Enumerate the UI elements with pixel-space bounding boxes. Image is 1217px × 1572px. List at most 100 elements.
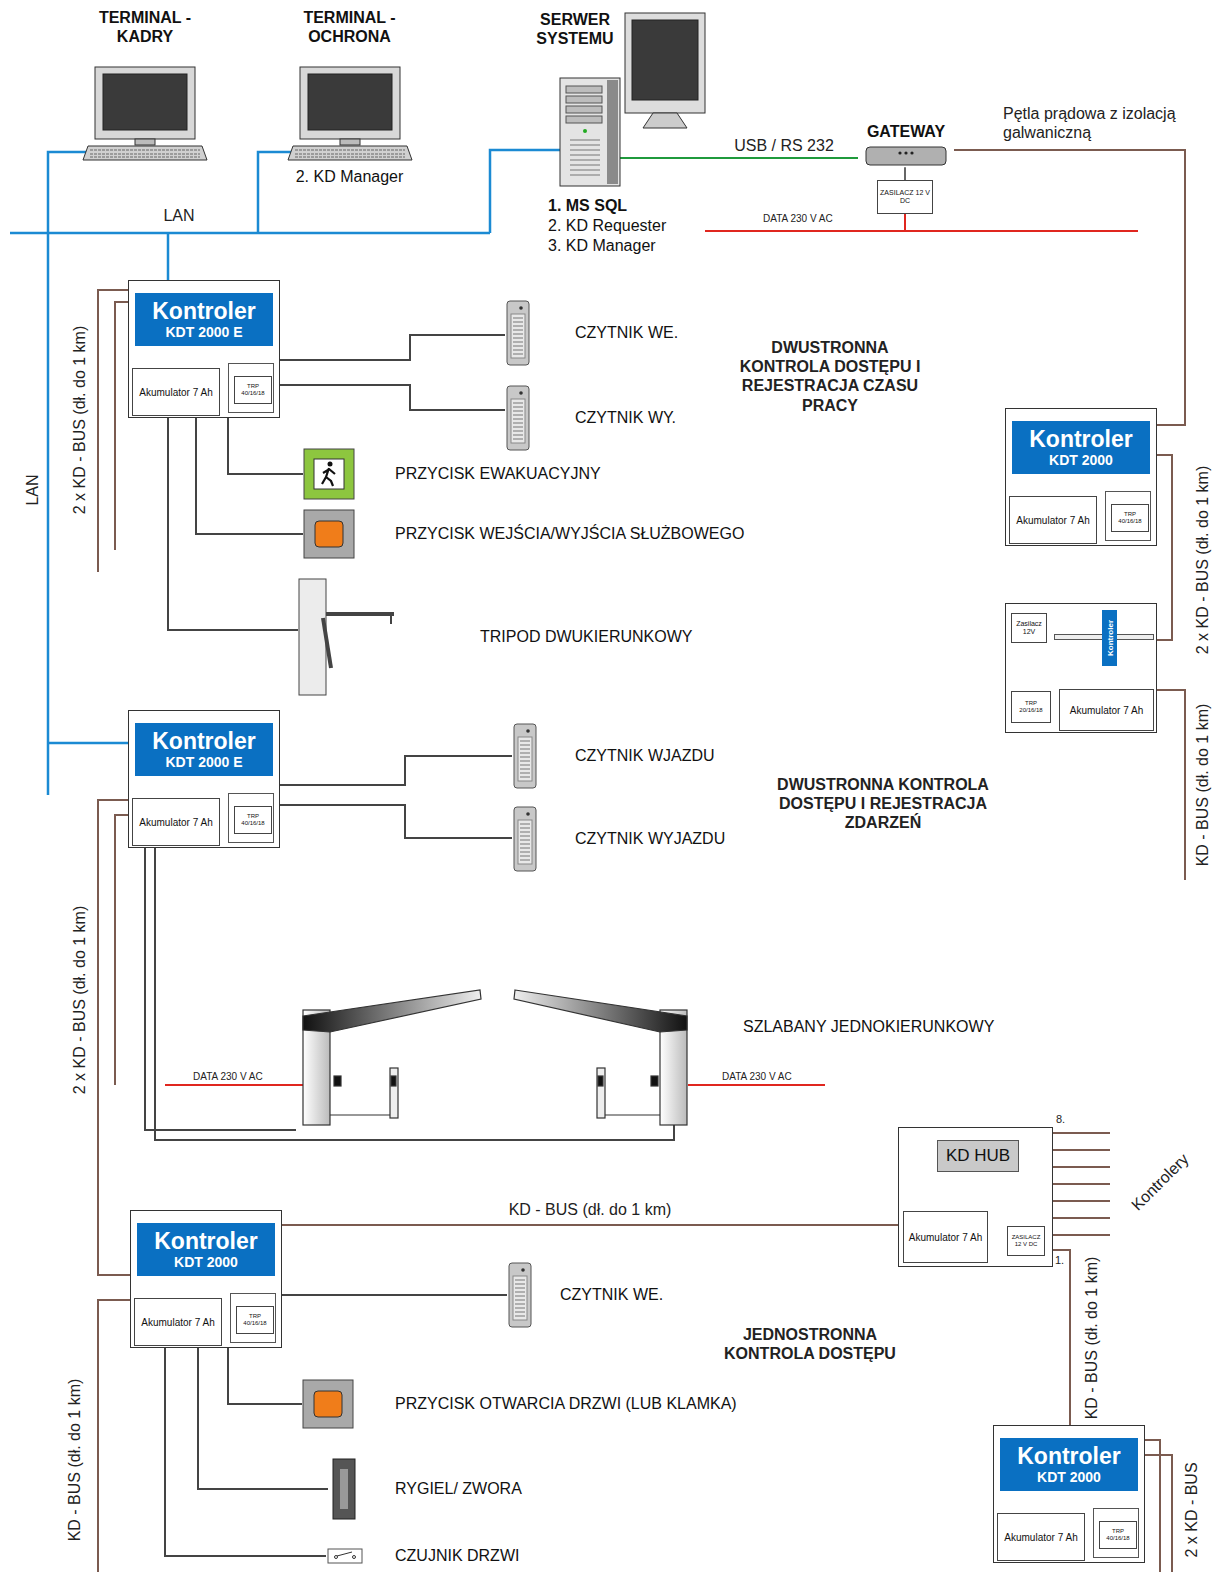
software-label: 2. KD Manager [296,167,404,187]
reader-slot [515,1316,525,1317]
box-text: TRP 20/16/18 [1013,700,1049,713]
switch-contact [353,1556,356,1559]
gateway-led [904,152,907,155]
barrier-photocell [651,1076,658,1086]
device-label: PRZYCISK WEJŚCIA/WYJŚCIA SŁUŻBOWEGO [395,524,744,544]
reader-body [507,301,529,365]
edge-label: USB / RS 232 [731,136,837,155]
connector-wire [168,418,298,630]
gateway-led [910,152,913,155]
reader-slot [513,427,523,428]
controller-model: KDT 2000 [1037,1469,1101,1485]
reader-slot [515,1308,525,1309]
sensor-post [598,1076,603,1086]
monitor-frame [95,67,195,139]
reader-slot [513,326,523,327]
computer-icon [285,66,415,161]
vent-line [570,165,600,166]
terminal-title: TERMINAL - OCHRONA [290,8,410,66]
surge-protector-box: TRP 40/16/18 [234,376,272,404]
reader-slot [513,431,523,432]
barrier-arm [303,990,481,1032]
box-text: TRP 40/16/18 [1101,1528,1135,1541]
lan-bus [10,232,490,235]
controller-model: KDT 2000 [1049,452,1113,468]
reader-slot [513,334,523,335]
reader-face [513,1276,527,1320]
edge-label: KD - BUS (dł. do 1 km) [506,1200,675,1219]
note-label: DATA 230 V AC [722,1071,792,1083]
surge-protector-box: TRP 40/16/18 [234,806,272,834]
reader-slot [513,411,523,412]
vent-line [570,160,600,161]
reader-body [507,386,529,450]
reader-slot [520,745,530,746]
computer-icon [80,66,210,161]
note-label: LAN [163,206,194,225]
reader-body [514,724,536,788]
section-heading: JEDNOSTRONNA KONTROLA DOSTĘPU [720,1325,900,1363]
tripod-icon [298,578,398,696]
button-face [315,521,343,547]
reader-slot [513,439,523,440]
device-label: CZYTNIK WE. [560,1285,663,1305]
hub-port [1053,1217,1110,1219]
reader-device: CZYTNIK WE. [507,1260,668,1330]
controller-header: KontrolerKDT 2000 [1012,421,1150,474]
monitor-stand [643,113,687,128]
evac-device: PRZYCISK EWAKUACYJNY [303,448,605,500]
reader-slot [513,435,523,436]
barrier-wire [605,1114,660,1115]
note-label: 8. [1056,1113,1065,1126]
reader-icon [505,300,531,366]
reader-slot [520,856,530,857]
button-frame [303,1380,353,1428]
connector-wire [98,800,130,1275]
device-label: CZUJNIK DRZWI [395,1546,519,1566]
reader-face [518,820,532,864]
connector-wire [228,1348,302,1404]
hub-port [1053,1166,1110,1168]
gateway-body [866,147,946,165]
bus-stub [1145,1440,1160,1572]
bus-stub [1157,690,1185,880]
kd-hub: Akumulator 7 Ah ZASILACZ 12 V DC KD HUB [898,1127,1053,1267]
hub-port [1053,1200,1110,1202]
server: SERWER SYSTEMU1. MS SQL2. KD Requester3.… [525,8,710,266]
reader-slot [513,419,523,420]
reader-slot [520,761,530,762]
device-label: PRZYCISK OTWARCIA DRZWI (LUB KLAMKA) [395,1394,737,1414]
reader-slot [513,318,523,319]
switch-blade [337,1552,352,1556]
section-heading: DWUSTRONNA KONTROLA DOSTĘPU I REJESTRACJ… [776,775,991,833]
software-item: 3. KD Manager [548,236,666,256]
device-label: SZLABANY JEDNOKIERUNKOWY [743,1017,994,1037]
controller-box: Akumulator 7 AhTRP 40/16/18KontrolerKDT … [993,1425,1145,1563]
connector-wire [145,848,296,1130]
box-text: Akumulator 7 Ah [141,1317,214,1328]
reader-led [526,729,530,733]
reader-slot [515,1292,525,1293]
reader-slot [513,322,523,323]
controller-box: Akumulator 7 AhTRP 40/16/18KontrolerKDT … [1005,408,1157,546]
reader-slot [520,836,530,837]
battery-box: Akumulator 7 Ah [997,1513,1085,1561]
surge-protector-box: TRP 40/16/18 [1099,1521,1137,1549]
reader-led [526,812,530,816]
rygiel-device: RYGIEL/ ZWORA [328,1458,526,1520]
power-supply-box: Zasilacz 12V [1011,613,1047,643]
box-text: ZASILACZ 12 V DC [1009,1234,1043,1247]
surge-protector-box: TRP 40/16/18 [1111,504,1149,532]
connector-wire [165,1348,326,1556]
reader-slot [513,330,523,331]
device-label: CZYTNIK WJAZDU [575,746,715,766]
bus-stub [115,815,128,1085]
connector-wire [280,385,505,410]
keyboard [288,146,412,160]
reader-led [519,391,523,395]
sensor-post [391,1076,396,1086]
hub-header: KD HUB [937,1140,1019,1172]
monitor-screen [308,74,392,130]
svc-icon [303,509,355,559]
box-text: Akumulator 7 Ah [909,1232,982,1243]
